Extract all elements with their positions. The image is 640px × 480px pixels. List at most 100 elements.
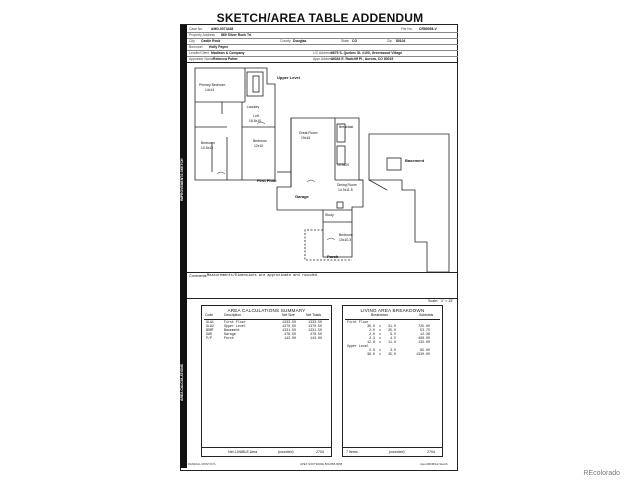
breakdown-subtotal: 53.75 bbox=[420, 328, 430, 332]
borrower-label: Borrower bbox=[189, 45, 203, 49]
subtotals-col: Subtotals bbox=[419, 313, 434, 317]
floor-plan-sketch: Upper Level First Floor Primary Bedroom … bbox=[194, 67, 450, 272]
breakdown-x: x bbox=[379, 340, 381, 344]
file-no-label: File No. bbox=[401, 27, 413, 31]
bedroom-a-dim: 10.5x12 bbox=[201, 146, 213, 150]
living-breakdown-box: LIVING AREA BREAKDOWN Breakdown Subtotal… bbox=[342, 305, 443, 457]
footer-right: Apex4MOBILE Sketch bbox=[420, 462, 448, 466]
living-total-rounded: (rounded) bbox=[389, 450, 405, 454]
zip-value: 80104 bbox=[396, 39, 406, 43]
table-row: BSMT Basement 1331.50 1331.50 bbox=[204, 328, 324, 332]
area-code: GAR bbox=[206, 332, 212, 336]
area-description: First Floor bbox=[224, 320, 246, 324]
zip-label: Zip bbox=[387, 39, 392, 43]
breakdown-dim-a: 38.0 bbox=[367, 352, 375, 356]
area-code: GLA2 bbox=[206, 324, 214, 328]
case-no-value: AMG-0074438 bbox=[211, 27, 234, 31]
breakdown-subtotal: 725.00 bbox=[418, 324, 430, 328]
great-room-dim: 19x16 bbox=[301, 136, 310, 140]
breakdown-dim-a: 30.0 bbox=[367, 324, 375, 328]
bedroom-c-label: Bedroom bbox=[339, 233, 353, 237]
comments-text: Measurements/Dimensions are approximate … bbox=[207, 274, 320, 278]
bedroom-b-label: Bedroom bbox=[253, 139, 267, 143]
area-net-total: 478.50 bbox=[310, 332, 322, 336]
sidebar-header bbox=[180, 25, 187, 62]
lc-address-label: L/C Address bbox=[313, 51, 332, 55]
county-label: County bbox=[280, 39, 291, 43]
primary-bedroom-label: Primary Bedroom bbox=[199, 83, 226, 87]
table-row: 38.0 x 35.0 1330.00 bbox=[345, 352, 432, 356]
area-summary-table: GLA1 First Floor 1333.50 1333.50 GLA2 Up… bbox=[204, 320, 324, 340]
porch-label: Porch bbox=[327, 254, 339, 259]
breakdown-dim-b: 31.0 bbox=[388, 324, 396, 328]
table-row: GLA2 Upper Level 1370.50 1370.50 bbox=[204, 324, 324, 328]
breakdown-dim-a: 2.3 bbox=[369, 336, 375, 340]
breakfast-label: Breakfast bbox=[339, 125, 353, 129]
lc-address-value: 6675 S. Quebec St. #100, Greenwood Villa… bbox=[331, 51, 403, 55]
breakdown-dim-b: 35.0 bbox=[388, 352, 396, 356]
table-row: 2.3 x 4.5 408.00 bbox=[345, 336, 432, 340]
improvements-sketch-label: IMPROVEMENTS SKETCH bbox=[180, 158, 184, 202]
area-description: Upper Level bbox=[224, 324, 246, 328]
first-floor-label: First Floor bbox=[257, 178, 277, 183]
area-code: GLA1 bbox=[206, 320, 214, 324]
appraiser-label: Appraiser Name bbox=[189, 57, 214, 61]
breakdown-dim-a: 2.0 bbox=[369, 348, 375, 352]
scale-value: 1" = 15' bbox=[441, 299, 454, 303]
lender-label: Lender/Client bbox=[189, 51, 210, 55]
net-livable-label: Net LIVABLE Area bbox=[228, 450, 258, 454]
file-no-value: CR80058-V bbox=[419, 27, 437, 31]
table-row: 2.0 x 3.0 65.00 bbox=[345, 348, 432, 352]
dining-room-label: Dining Room bbox=[337, 183, 357, 187]
upper-level-label: Upper Level bbox=[277, 75, 300, 80]
table-row: 2.0 x 9.5 12.38 bbox=[345, 332, 432, 336]
lender-value: Madison & Company bbox=[211, 51, 245, 55]
breakdown-dim-b: 3.0 bbox=[390, 348, 396, 352]
sidebar-improvements: IMPROVEMENTS SKETCH bbox=[180, 62, 187, 298]
area-net-size: 1331.50 bbox=[282, 328, 296, 332]
breakdown-dim-b: 11.0 bbox=[388, 340, 396, 344]
city-value: Castle Rock bbox=[201, 39, 221, 43]
property-address-label: Property Address bbox=[189, 33, 216, 37]
bedroom-a-label: Bedroom bbox=[201, 141, 215, 145]
breakdown-x: x bbox=[379, 352, 381, 356]
breakdown-col: Breakdown bbox=[371, 313, 388, 317]
basement-label: Basement bbox=[405, 158, 425, 163]
primary-bedroom-dim: 14x14 bbox=[205, 88, 214, 92]
watermark: REcolorado bbox=[583, 470, 620, 477]
table-row: 12.0 x 11.0 132.00 bbox=[345, 340, 432, 344]
header-row-lender: Lender/Client Madison & Company L/C Addr… bbox=[187, 50, 458, 57]
page-title: SKETCH/AREA TABLE ADDENDUM bbox=[216, 11, 424, 25]
breakdown-x: x bbox=[379, 324, 381, 328]
header-row-appraiser: Appraiser Name Rebecca Potter Appr Addre… bbox=[187, 56, 458, 63]
scale-label: Scale: bbox=[428, 299, 438, 303]
living-breakdown-title: LIVING AREA BREAKDOWN bbox=[360, 308, 425, 313]
study-label: Study bbox=[325, 213, 334, 217]
living-total-value: 2704 bbox=[427, 450, 435, 454]
table-row: 2.0 x 25.0 53.75 bbox=[345, 328, 432, 332]
area-net-size: 478.50 bbox=[284, 332, 296, 336]
county-value: Douglas bbox=[293, 39, 307, 43]
net-livable-value: 2704 bbox=[316, 450, 324, 454]
form-header: Case No. AMG-0074438 File No. CR80058-V … bbox=[187, 25, 458, 63]
table-row: 30.0 x 31.0 725.00 bbox=[345, 324, 432, 328]
area-col-net-totals: Net Totals bbox=[306, 313, 322, 317]
area-code: BSMT bbox=[206, 328, 214, 332]
state-label: State bbox=[341, 39, 349, 43]
state-value: CO bbox=[352, 39, 358, 43]
living-total-row: 7 Items (rounded) 2704 bbox=[343, 447, 442, 456]
breakdown-subtotal: 65.00 bbox=[420, 348, 430, 352]
city-label: City bbox=[189, 39, 195, 43]
breakdown-subtotal: 12.38 bbox=[420, 332, 430, 336]
case-no-label: Case No. bbox=[189, 27, 204, 31]
table-row: GAR Garage 478.50 478.50 bbox=[204, 332, 324, 336]
area-net-total: 143.00 bbox=[310, 336, 322, 340]
breakdown-dim-a: 2.0 bbox=[369, 332, 375, 336]
garage-label: Garage bbox=[295, 194, 310, 199]
area-net-size: 1370.50 bbox=[282, 324, 296, 328]
appr-address-value: 19334 E. Radcliff Pl., Aurora, CO 80015 bbox=[331, 57, 394, 61]
area-net-total: 1333.50 bbox=[308, 320, 322, 324]
borrower-value: Holly Payne bbox=[209, 45, 229, 49]
footer-center: APEX SOFTWARE 800-858-9958 bbox=[300, 462, 343, 466]
laundry-label: Laundry bbox=[247, 105, 260, 109]
